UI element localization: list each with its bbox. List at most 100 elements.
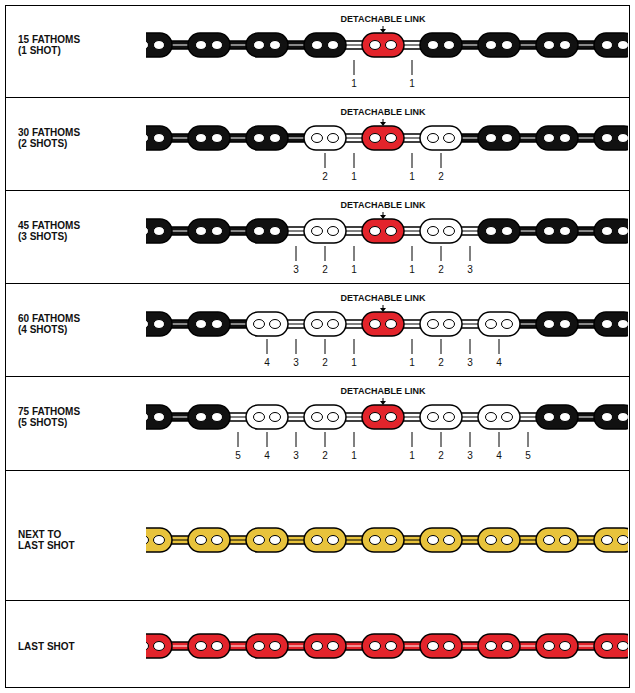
face-link (420, 219, 462, 243)
face-link (188, 528, 230, 552)
link-count-number: 1 (409, 357, 415, 368)
face-link (536, 312, 578, 336)
link-count-number: 2 (322, 264, 328, 275)
link-hole (370, 41, 381, 50)
anchor-chain (146, 126, 628, 150)
leader-line (412, 432, 413, 447)
link-count-number: 4 (496, 357, 502, 368)
face-link (362, 405, 404, 429)
link-hole (618, 642, 629, 651)
face-link (478, 33, 520, 57)
link-count-number: 3 (467, 264, 473, 275)
link-hole (312, 413, 323, 422)
link-hole (312, 320, 323, 329)
link-hole (196, 413, 207, 422)
link-hole (618, 41, 629, 50)
link-count-number: 5 (235, 450, 241, 461)
leader-line (325, 246, 326, 261)
link-hole (618, 320, 629, 329)
link-hole (196, 642, 207, 651)
link-hole (618, 227, 629, 236)
link-hole (196, 41, 207, 50)
leader-line (470, 246, 471, 261)
face-link (478, 405, 520, 429)
face-link (146, 126, 172, 150)
link-hole (270, 642, 281, 651)
link-hole (312, 642, 323, 651)
anchor-chain (146, 33, 628, 57)
link-hole (312, 536, 323, 545)
link-hole (560, 320, 571, 329)
face-link (478, 126, 520, 150)
link-hole (444, 134, 455, 143)
face-link (304, 405, 346, 429)
link-hole (486, 41, 497, 50)
link-count-number: 4 (264, 450, 270, 461)
link-hole (386, 41, 397, 50)
shot-label: NEXT TO LAST SHOT (18, 529, 86, 551)
link-hole (146, 41, 149, 50)
link-hole (146, 227, 149, 236)
leader-line (441, 339, 442, 354)
link-hole (146, 536, 149, 545)
link-hole (386, 642, 397, 651)
leader-line (267, 339, 268, 354)
face-link (304, 33, 346, 57)
leader-line (441, 246, 442, 261)
link-count-number: 3 (293, 264, 299, 275)
link-hole (444, 320, 455, 329)
face-link (536, 405, 578, 429)
anchor-chain (146, 312, 628, 336)
link-hole (560, 642, 571, 651)
link-count-number: 1 (351, 171, 357, 182)
leader-line (354, 246, 355, 261)
link-hole (146, 642, 149, 651)
link-hole (312, 41, 323, 50)
leader-line (412, 246, 413, 261)
leader-line (412, 339, 413, 354)
face-link (420, 312, 462, 336)
detachable-link-label: DETACHABLE LINK (341, 200, 426, 210)
shot-label: 45 FATHOMS (3 SHOTS) (18, 220, 86, 242)
link-hole (328, 41, 339, 50)
face-link (536, 33, 578, 57)
face-link (146, 405, 172, 429)
link-hole (196, 536, 207, 545)
face-link (146, 33, 172, 57)
face-link (304, 528, 346, 552)
arrow-head (380, 401, 386, 405)
link-hole (328, 134, 339, 143)
link-hole (544, 320, 555, 329)
link-count-number: 2 (322, 450, 328, 461)
link-hole (154, 536, 165, 545)
chain-row-band: 30 FATHOMS (2 SHOTS) (5, 97, 630, 191)
detachable-link-label: DETACHABLE LINK (341, 293, 426, 303)
face-link (188, 219, 230, 243)
face-link (188, 126, 230, 150)
face-link (420, 33, 462, 57)
arrow-head (380, 29, 386, 33)
link-hole (328, 227, 339, 236)
face-link (362, 528, 404, 552)
shot-label: 75 FATHOMS (5 SHOTS) (18, 406, 86, 428)
link-hole (444, 536, 455, 545)
link-hole (270, 413, 281, 422)
chain-row-band: 60 FATHOMS (4 SHOTS) (5, 283, 630, 377)
leader-line (296, 246, 297, 261)
face-link (536, 634, 578, 658)
link-hole (254, 41, 265, 50)
leader-line (441, 432, 442, 447)
link-hole (486, 642, 497, 651)
link-hole (154, 320, 165, 329)
anchor-chain (146, 528, 628, 552)
pointer-arrow (383, 26, 384, 29)
shot-label: 15 FATHOMS (1 SHOT) (18, 34, 86, 56)
leader-line (354, 60, 355, 75)
face-link (420, 634, 462, 658)
link-count-number: 3 (467, 450, 473, 461)
shot-label: 60 FATHOMS (4 SHOTS) (18, 313, 86, 335)
arrow-head (380, 122, 386, 126)
link-hole (502, 134, 513, 143)
link-hole (270, 536, 281, 545)
